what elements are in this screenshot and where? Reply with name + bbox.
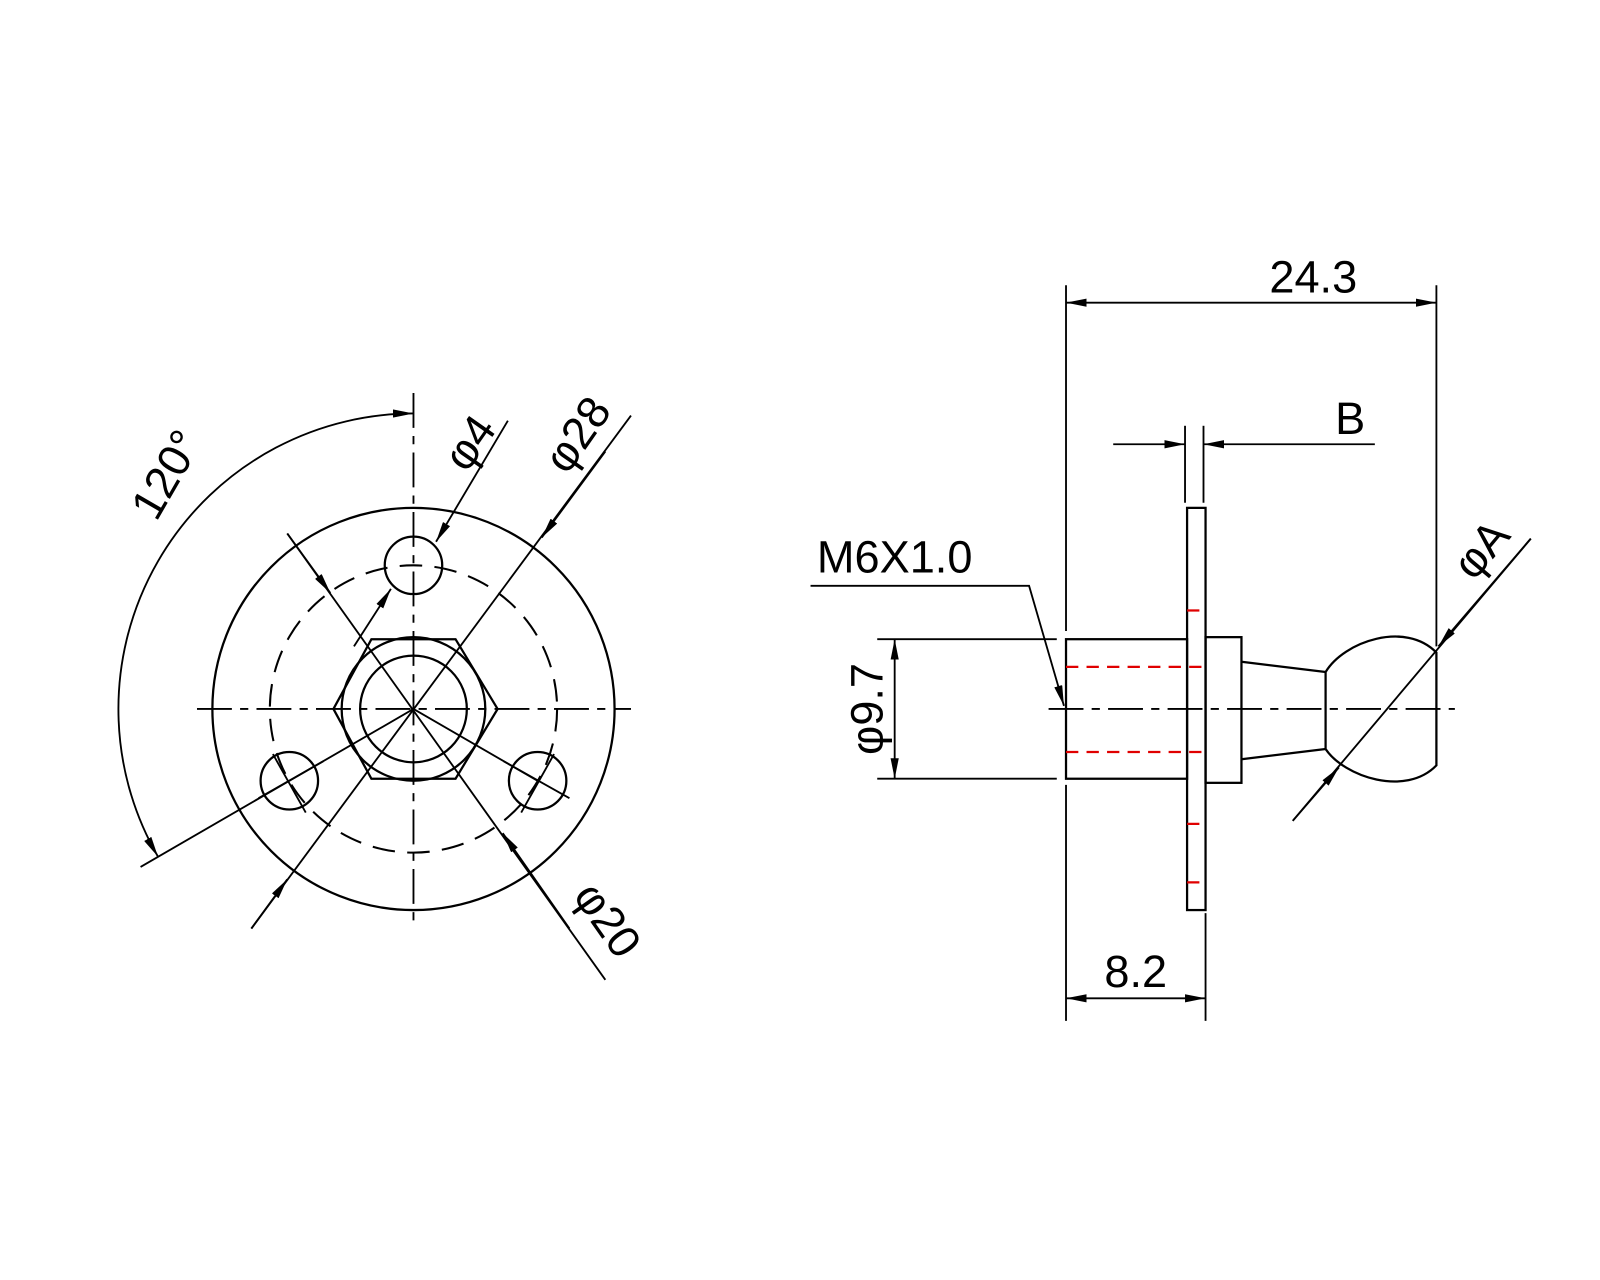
- ball-dia-label: φA: [1442, 509, 1520, 588]
- hole-dia-leader: [435, 420, 509, 543]
- ball-stud: [1324, 635, 1438, 783]
- pcd-label: φ20: [564, 872, 651, 966]
- hole-centerline: [520, 753, 555, 814]
- angle-label: 120°: [121, 421, 212, 527]
- hub: [1204, 636, 1243, 784]
- outer-dia-label: φ28: [534, 387, 621, 481]
- mount-hole: [507, 750, 568, 811]
- overall-length-label: 24.3: [1269, 251, 1357, 302]
- pitch-circle: [268, 564, 559, 854]
- body-length-label: 8.2: [1104, 946, 1167, 997]
- thread-leader: [810, 584, 1065, 707]
- angle-extension-line: [140, 779, 290, 868]
- body-dia-label: φ9.7: [841, 663, 892, 755]
- hole-dia-label: φ4: [433, 406, 506, 480]
- side-view: 24.3 B M6X1.0 φ9.7 8.2 φA: [810, 251, 1532, 1021]
- thread-label: M6X1.0: [817, 532, 973, 583]
- flange-thickness-label: B: [1335, 393, 1365, 444]
- front-view: 120° φ4 φ28 φ20: [117, 387, 651, 981]
- angle-dimension-arc: [117, 409, 414, 858]
- hex-nut: [332, 638, 499, 780]
- cone-neck: [1241, 660, 1326, 674]
- hole-centerline: [272, 753, 307, 814]
